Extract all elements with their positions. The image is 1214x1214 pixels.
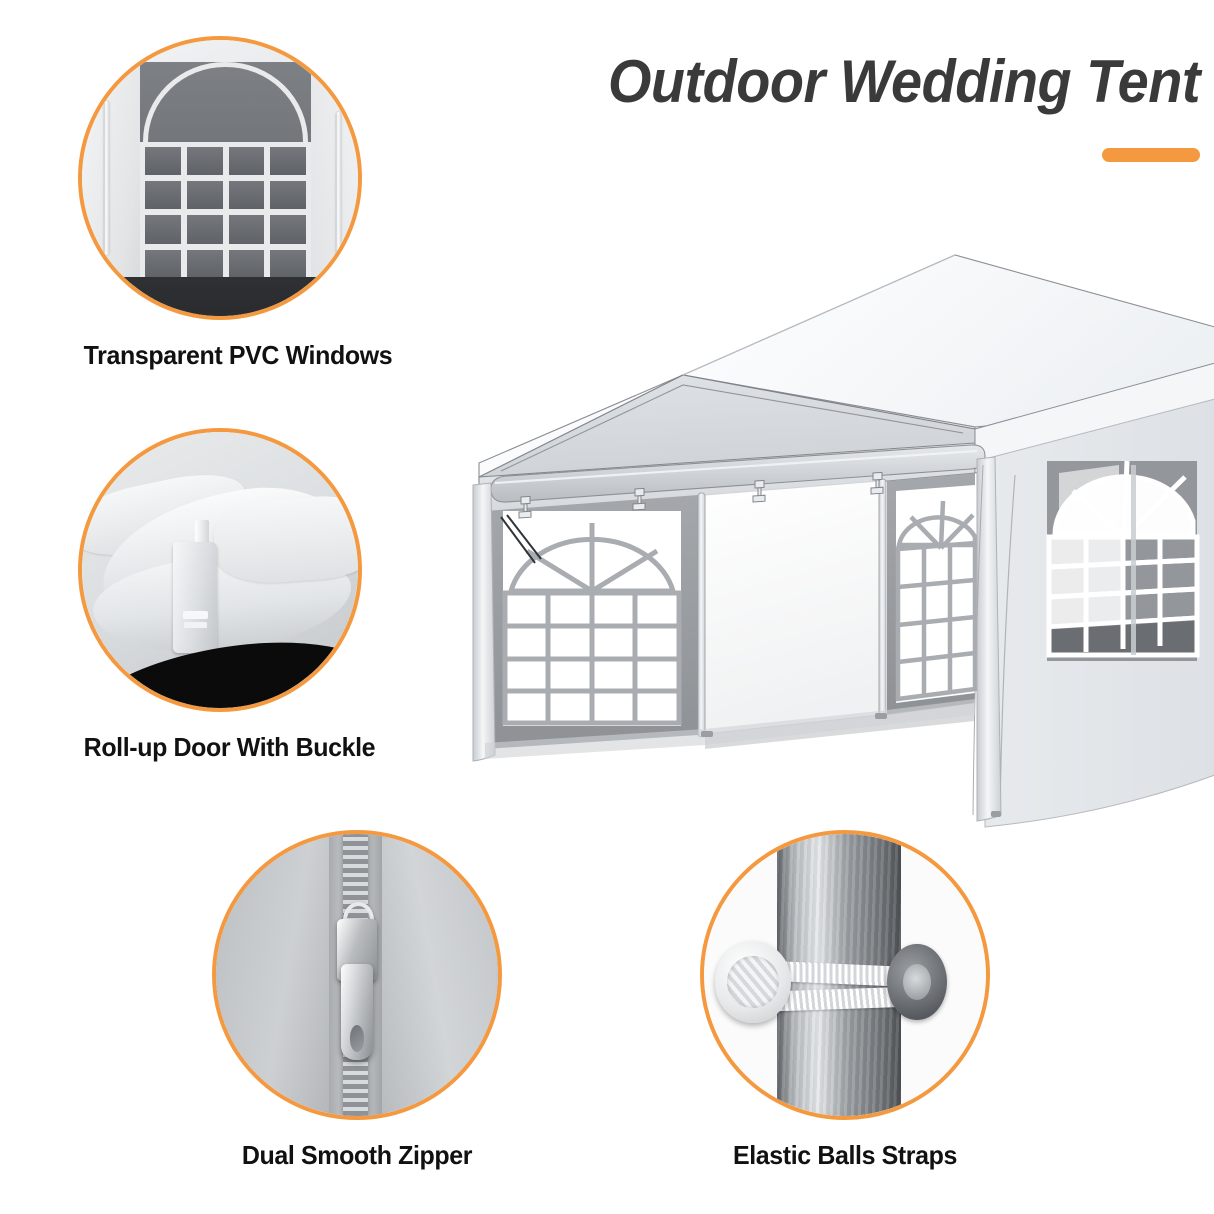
feature-elastic-balls-straps: Elastic Balls Straps [700, 830, 990, 1180]
product-image-tent [455, 215, 1214, 828]
page-title: Outdoor Wedding Tent [607, 48, 1200, 115]
feature-caption-transparent-pvc-windows: Transparent PVC Windows [83, 340, 393, 370]
feature-caption-dual-smooth-zipper: Dual Smooth Zipper [241, 1140, 473, 1170]
feature-caption-roll-up-door-with-buckle: Roll-up Door With Buckle [83, 732, 376, 762]
feature-image-buckle [78, 428, 362, 712]
feature-caption-elastic-balls-straps: Elastic Balls Straps [732, 1140, 958, 1170]
feature-image-pvc-window [78, 36, 362, 320]
feature-image-zipper [212, 830, 502, 1120]
feature-roll-up-door-with-buckle: Roll-up Door With Buckle [78, 428, 376, 773]
feature-image-elastic-ball-strap [700, 830, 990, 1120]
feature-transparent-pvc-windows: Transparent PVC Windows [78, 36, 393, 381]
title-underline-accent [1102, 148, 1200, 162]
feature-dual-smooth-zipper: Dual Smooth Zipper [212, 830, 502, 1180]
